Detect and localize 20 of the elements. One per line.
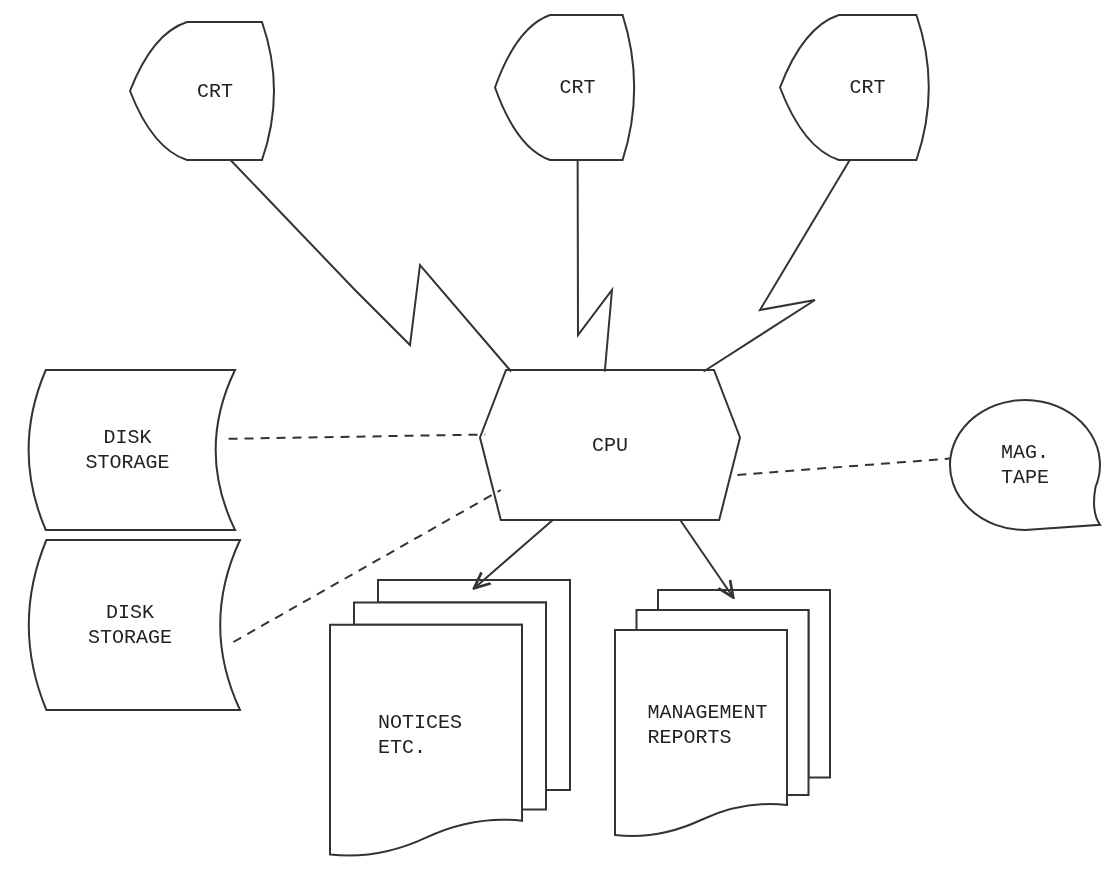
- node-label: MAG. TAPE: [1001, 440, 1049, 490]
- node-label: CRT: [849, 75, 886, 100]
- node-label: CPU: [592, 432, 628, 458]
- magnetic-tape-shape: [950, 400, 1100, 530]
- node-label: CRT: [197, 78, 233, 104]
- node-label: DISK STORAGE: [88, 600, 172, 650]
- dashed-connector: [736, 457, 951, 476]
- arrow: [679, 519, 735, 599]
- processor-hexagon: [480, 370, 740, 520]
- node-label: NOTICES ETC.: [378, 710, 462, 760]
- link-line: [576, 159, 614, 373]
- link-line: [702, 159, 851, 373]
- node-label: MANAGEMENT REPORTS: [647, 700, 768, 750]
- node-label: DISK STORAGE: [85, 425, 170, 475]
- arrow: [472, 519, 554, 590]
- document-stack: [615, 590, 830, 840]
- dashed-connector: [232, 489, 502, 643]
- link-line: [229, 159, 513, 373]
- document-stack: [330, 580, 570, 860]
- node-label: CRT: [559, 75, 596, 100]
